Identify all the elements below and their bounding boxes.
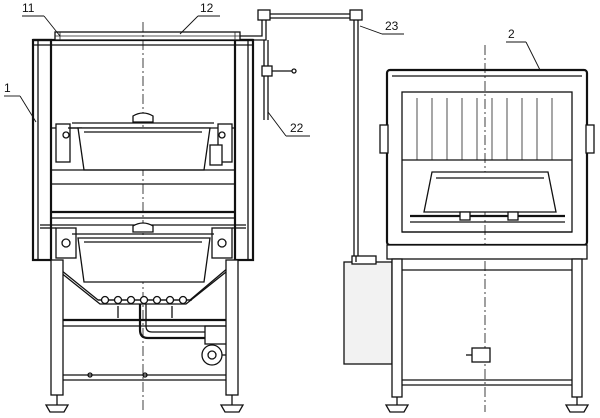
tank-inlet xyxy=(351,255,377,265)
lower-pot xyxy=(77,237,211,283)
callout-23: 23 xyxy=(385,19,399,33)
lower-pot-handle xyxy=(132,222,154,233)
right-frame-column xyxy=(233,38,255,262)
right-machine-leg-right xyxy=(571,258,583,398)
water-tank xyxy=(343,261,393,365)
right-machine-feet xyxy=(384,397,590,413)
left-frame-column xyxy=(31,38,53,262)
upper-pot-handle xyxy=(132,112,154,123)
water-piping xyxy=(240,9,363,262)
hood-slats xyxy=(402,98,572,161)
callout-11: 11 xyxy=(22,1,35,15)
callout-1: 1 xyxy=(4,81,11,95)
upper-basket xyxy=(51,112,235,185)
left-machine xyxy=(31,22,255,413)
callout-12: 12 xyxy=(200,1,214,15)
inner-pot xyxy=(423,171,557,213)
hood-handle-right xyxy=(585,124,595,154)
lower-basket xyxy=(40,222,246,283)
hood-handle-left xyxy=(379,124,389,154)
nozzle-manifold xyxy=(98,295,192,318)
drain-pipe xyxy=(138,304,205,340)
right-machine xyxy=(343,45,595,413)
pump xyxy=(201,325,235,366)
table-top xyxy=(386,244,588,260)
upper-pot xyxy=(77,127,211,171)
left-machine-feet xyxy=(44,395,245,413)
valve-22 xyxy=(261,65,273,77)
left-leg xyxy=(50,259,64,396)
control-box xyxy=(471,347,491,363)
callout-2: 2 xyxy=(508,27,515,41)
callout-leaders xyxy=(4,15,541,137)
right-machine-leg-left xyxy=(391,258,403,398)
right-leg xyxy=(225,259,239,396)
callout-22: 22 xyxy=(290,121,304,135)
